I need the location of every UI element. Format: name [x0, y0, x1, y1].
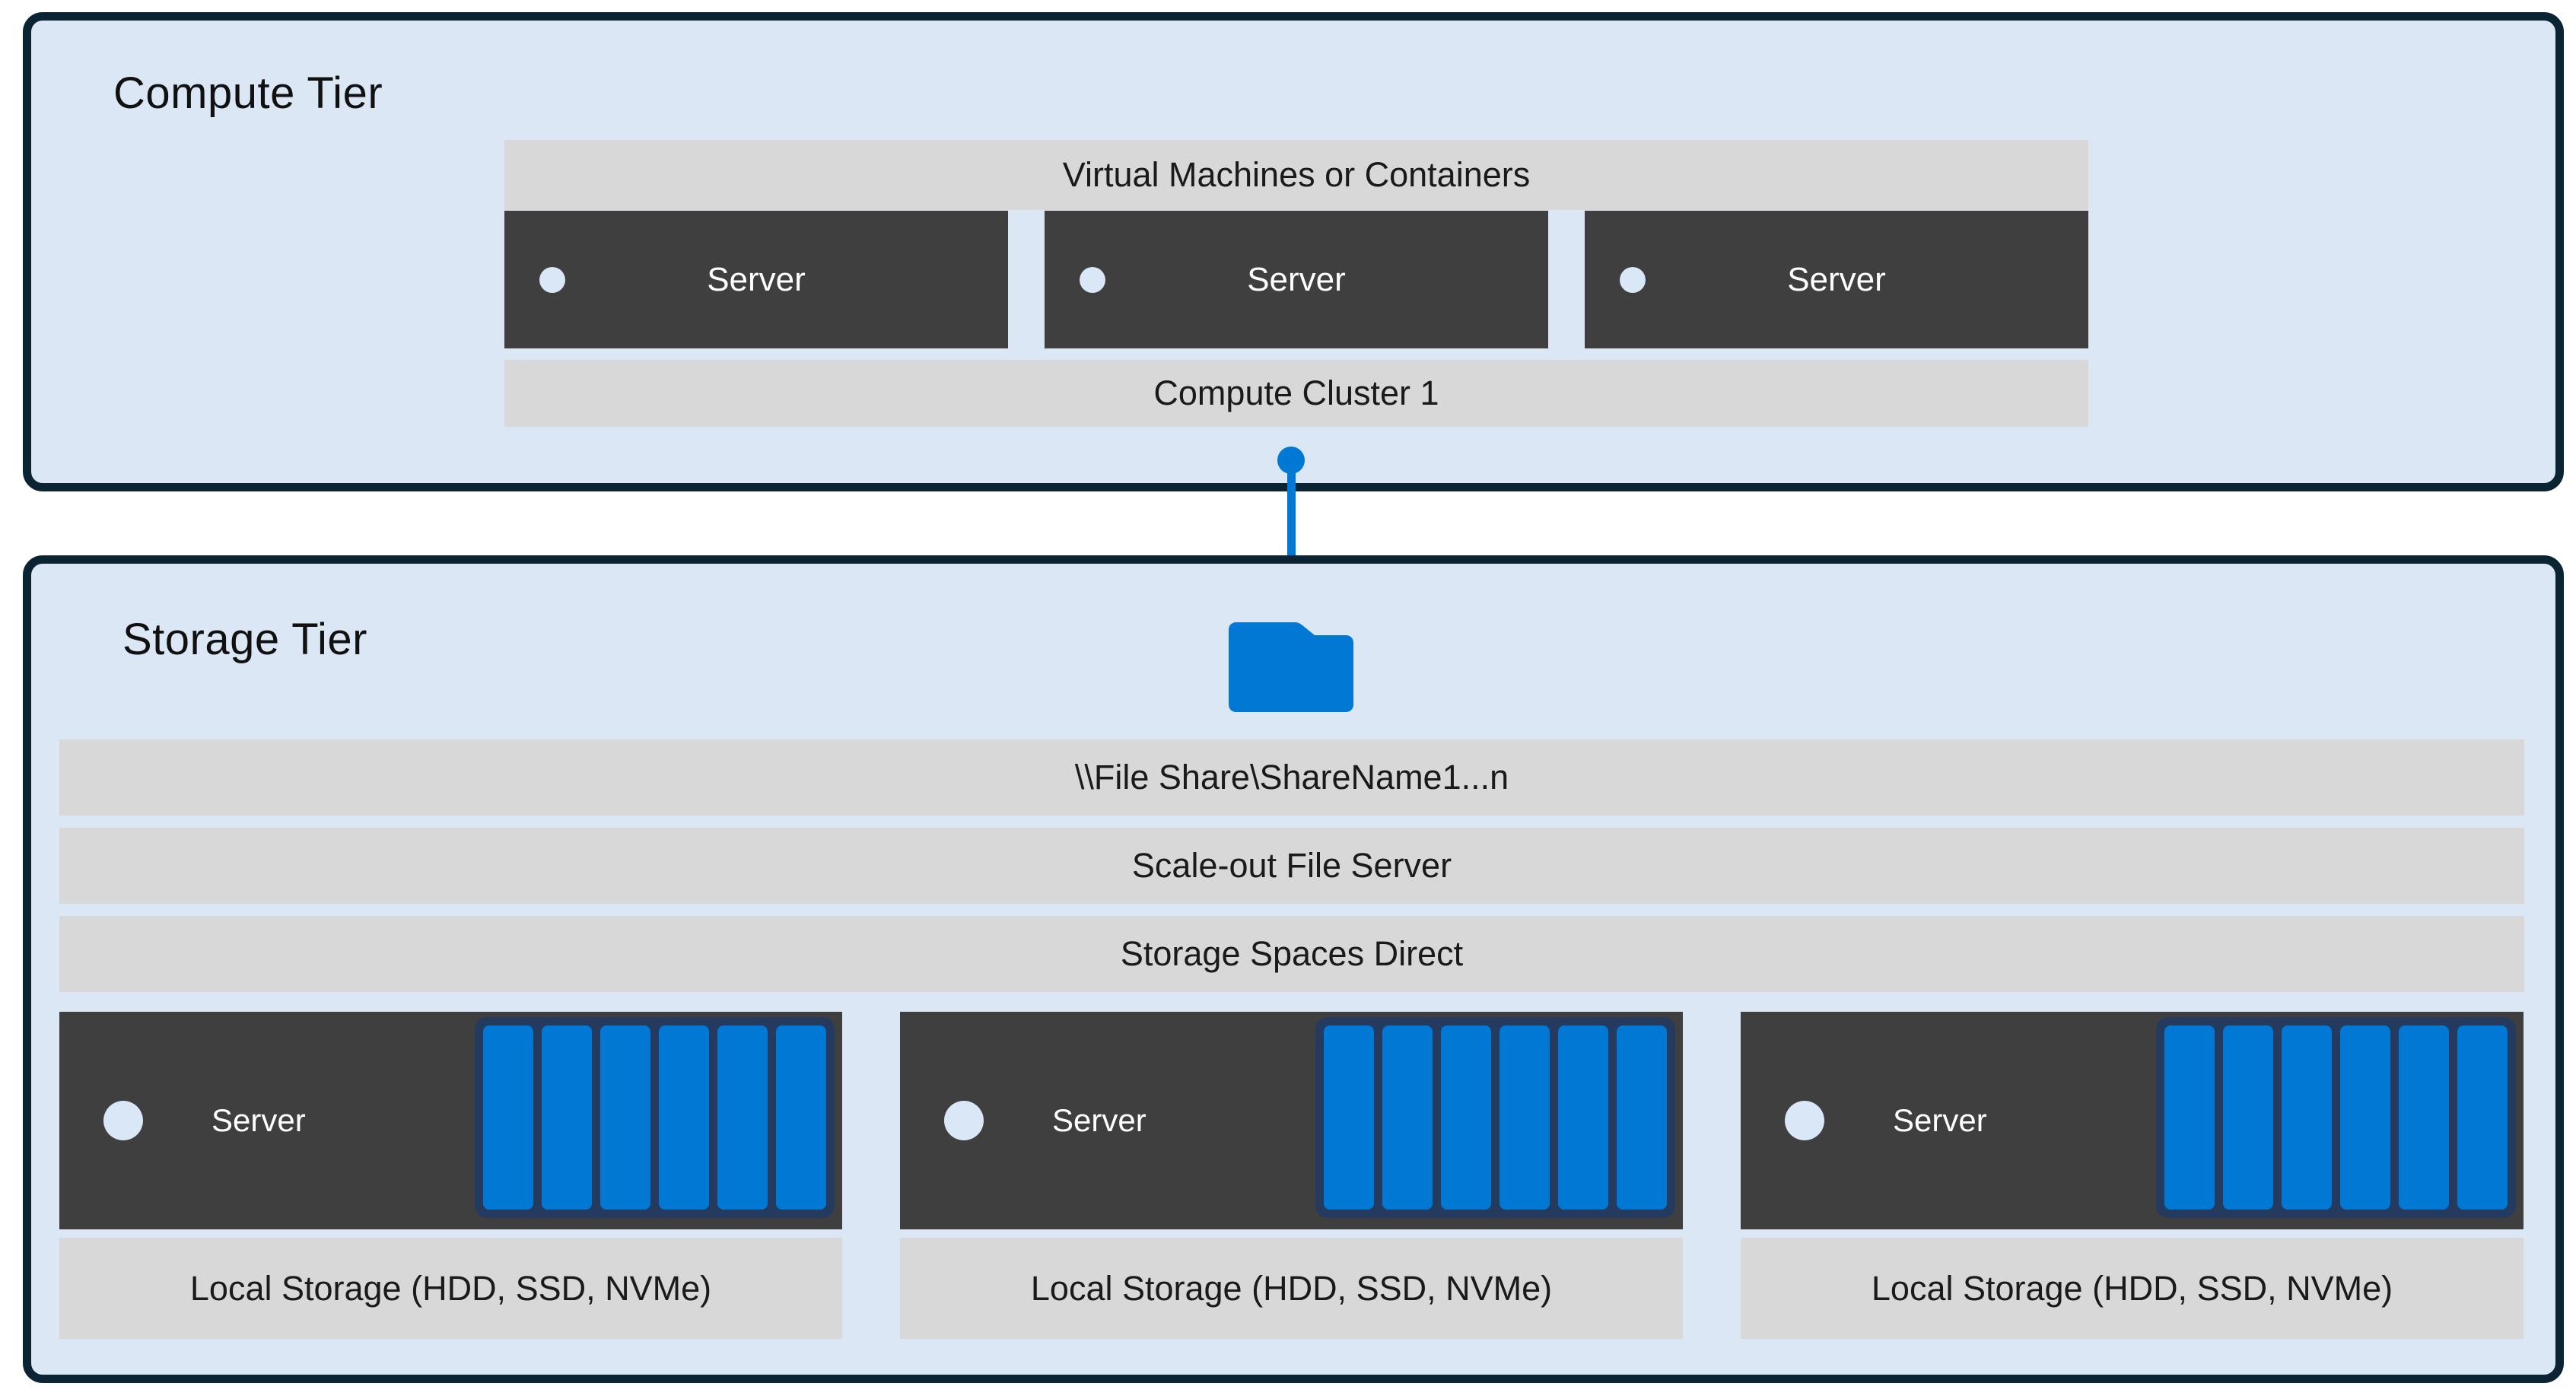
compute-cluster-bar: Compute Cluster 1: [504, 360, 2088, 427]
local-storage-bar-1: Local Storage (HDD, SSD, NVMe): [59, 1238, 842, 1339]
compute-server-1: Server: [504, 211, 1008, 348]
vm-containers-bar: Virtual Machines or Containers: [504, 140, 2088, 210]
disk: [1324, 1025, 1374, 1210]
disk: [542, 1025, 592, 1210]
disk-array: [2156, 1017, 2516, 1218]
compute-server-2: Server: [1045, 211, 1548, 348]
disk: [2223, 1025, 2273, 1210]
compute-storage-connector-line: [1287, 460, 1296, 607]
disk: [1499, 1025, 1550, 1210]
disk-array: [1315, 1017, 1675, 1218]
power-led-icon: [103, 1101, 143, 1140]
power-led-icon: [1785, 1101, 1824, 1140]
scale-out-file-server-label: Scale-out File Server: [1131, 846, 1452, 885]
local-storage-bar-3: Local Storage (HDD, SSD, NVMe): [1741, 1238, 2524, 1339]
local-storage-bar-2: Local Storage (HDD, SSD, NVMe): [900, 1238, 1683, 1339]
scale-out-file-server-bar: Scale-out File Server: [59, 828, 2524, 904]
file-share-label: \\File Share\ShareName1...n: [1074, 758, 1509, 796]
storage-tier-box: Storage Tier \\File Share\ShareName1...n…: [23, 555, 2564, 1383]
file-share-bar: \\File Share\ShareName1...n: [59, 739, 2524, 816]
local-storage-label: Local Storage (HDD, SSD, NVMe): [189, 1268, 712, 1308]
power-led-icon: [1080, 266, 1105, 293]
compute-tier-title: Compute Tier: [113, 68, 383, 118]
compute-server-3-label: Server: [1787, 260, 1886, 298]
compute-tier-box: Compute Tier Virtual Machines or Contain…: [23, 12, 2564, 491]
disk: [659, 1025, 709, 1210]
disk: [2282, 1025, 2332, 1210]
disk: [1382, 1025, 1433, 1210]
disk: [1617, 1025, 1667, 1210]
local-storage-label: Local Storage (HDD, SSD, NVMe): [1030, 1268, 1553, 1308]
file-share-folder-icon: [1227, 618, 1355, 714]
disk: [600, 1025, 650, 1210]
disk: [1558, 1025, 1608, 1210]
disk: [2457, 1025, 2508, 1210]
disk-array: [475, 1017, 835, 1218]
storage-server-1: Server: [59, 1012, 842, 1229]
compute-server-3: Server: [1585, 211, 2088, 348]
storage-server-3: Server: [1741, 1012, 2524, 1229]
disk: [717, 1025, 768, 1210]
connector-endpoint-dot: [1277, 447, 1305, 474]
compute-server-1-label: Server: [707, 260, 806, 298]
storage-server-3-label: Server: [1893, 1102, 1987, 1138]
storage-tier-title: Storage Tier: [122, 615, 367, 664]
disk: [2399, 1025, 2449, 1210]
power-led-icon: [944, 1101, 984, 1140]
disk: [2340, 1025, 2390, 1210]
storage-spaces-direct-bar: Storage Spaces Direct: [59, 916, 2524, 992]
storage-server-2-label: Server: [1052, 1102, 1146, 1138]
disk: [2164, 1025, 2215, 1210]
storage-server-2: Server: [900, 1012, 1683, 1229]
disk: [776, 1025, 826, 1210]
storage-server-1-label: Server: [211, 1102, 306, 1138]
disk: [483, 1025, 533, 1210]
storage-spaces-direct-label: Storage Spaces Direct: [1120, 934, 1464, 973]
disk: [1441, 1025, 1491, 1210]
power-led-icon: [539, 266, 565, 293]
compute-cluster-label: Compute Cluster 1: [1153, 374, 1439, 412]
power-led-icon: [1620, 266, 1646, 293]
compute-server-2-label: Server: [1247, 260, 1346, 298]
local-storage-label: Local Storage (HDD, SSD, NVMe): [1871, 1268, 2393, 1308]
vm-containers-label: Virtual Machines or Containers: [1062, 155, 1531, 194]
